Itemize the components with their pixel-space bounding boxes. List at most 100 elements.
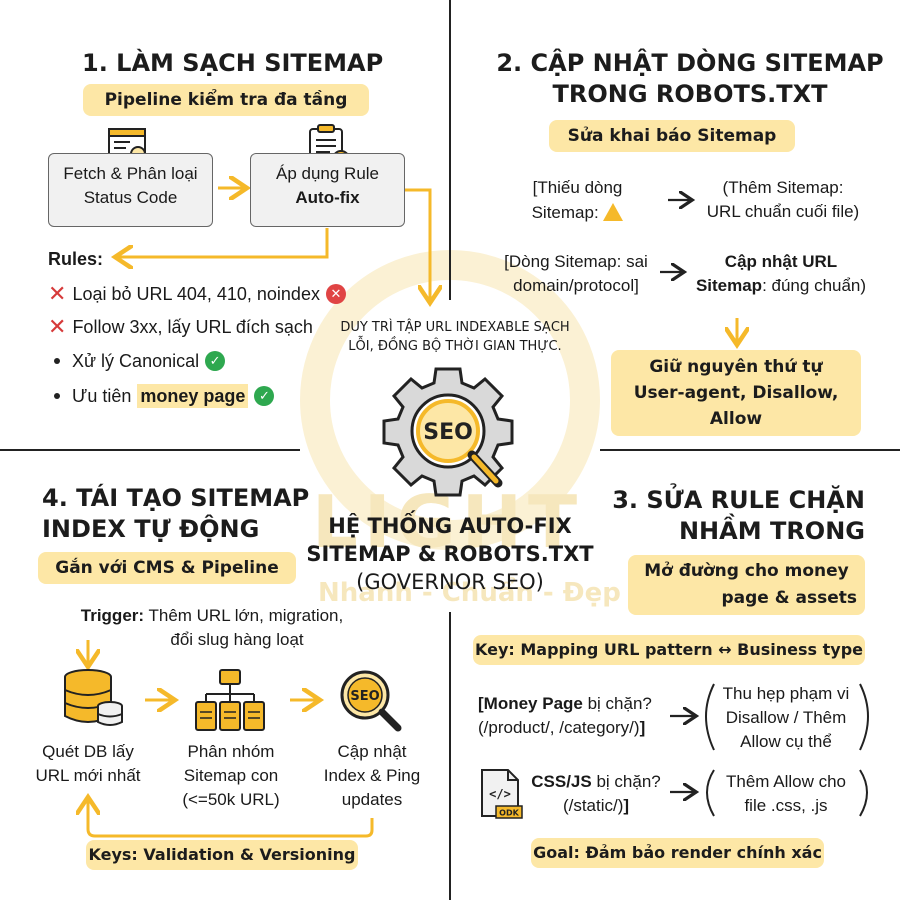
error-circle-icon: ✕ [325, 284, 346, 304]
q1-rule-1-text: Loại bỏ URL 404, 410, noindex [72, 284, 320, 304]
q3-row2-left-line2: (/static/) [562, 796, 624, 815]
q2-row1-left-line1: [Thiếu dòng [532, 178, 623, 197]
q3-goal: Goal: Đảm bảo render chính xác [531, 838, 824, 868]
q4-step3: Cập nhật Index & Ping updates [312, 740, 432, 812]
q1-box1-line2: Status Code [83, 188, 178, 207]
q1-rule-4: Ưu tiên money page ✓ [48, 384, 275, 408]
q4-title-line1: 4. TÁI TẠO SITEMAP [42, 484, 310, 512]
q4-step2-line1: Phân nhóm [187, 742, 275, 761]
q4-title: 4. TÁI TẠO SITEMAP INDEX TỰ ĐỘNG [42, 483, 309, 545]
seo-gear-label: SEO [423, 420, 473, 445]
q4-step1-line1: Quét DB lấy [42, 742, 134, 761]
sitemap-tree-icon [194, 668, 266, 739]
q4-step2-line3: (<=50k URL) [182, 790, 280, 809]
q2-tag: Sửa khai báo Sitemap [549, 120, 795, 152]
vertical-divider-top [449, 0, 451, 300]
q3-title: 3. SỬA RULE CHẶN NHẦM TRONG [600, 485, 865, 547]
q3-tag: Mở đường cho money page & assets [628, 555, 865, 615]
vertical-divider-bottom [449, 612, 451, 900]
q3-title-line1: 3. SỬA RULE CHẶN [612, 486, 865, 514]
q1-rule-3: Xử lý Canonical ✓ [48, 349, 226, 373]
q4-step2: Phân nhóm Sitemap con (<=50k URL) [170, 740, 292, 812]
q3-title-line2: NHẦM TRONG [678, 517, 865, 545]
q2-row2-left-line1: [Dòng Sitemap: sai [504, 252, 648, 271]
q3-row1-left-line2: (/product/, /category/) [478, 718, 640, 737]
q4-step3-line3: updates [341, 790, 403, 809]
q1-rules-label: Rules: [48, 249, 104, 269]
arrow-q1-box2-rules [118, 228, 329, 257]
q2-row2-right-rest: : đúng chuẩn) [762, 276, 867, 295]
warning-icon [603, 203, 624, 221]
database-icon [62, 668, 126, 735]
center-title-line1: HỆ THỐNG AUTO-FIX [328, 514, 572, 538]
q3-row2-left-bold: CSS/JS [531, 772, 592, 791]
q1-tag: Pipeline kiểm tra đa tầng [83, 84, 369, 116]
q4-step2-line2: Sitemap con [183, 766, 279, 785]
q2-bottom-tag-line1: Giữ nguyên thứ tự [649, 357, 823, 377]
q2-row1-left: [Thiếu dòng Sitemap: [520, 176, 635, 225]
q1-rule-2-text: Follow 3xx, lấy URL đích sạch [72, 317, 313, 337]
q1-box1-line1: Fetch & Phân loại [63, 164, 198, 183]
bullet-icon [54, 393, 60, 399]
q2-row1-left-line2: Sitemap: [531, 203, 599, 222]
q3-tag-line1: Mở đường cho money [644, 561, 849, 581]
q2-row2-right-line1: Cập nhật URL [724, 252, 838, 271]
center-title: HỆ THỐNG AUTO-FIX SITEMAP & ROBOTS.TXT (… [290, 512, 610, 596]
q2-row2-left-line2: domain/protocol] [513, 276, 639, 295]
arrow-q1-to-center [405, 188, 430, 300]
q1-rule-3-text: Xử lý Canonical [72, 351, 200, 371]
q2-title-line2: TRONG ROBOTS.TXT [552, 80, 828, 108]
q2-row1-right-line1: (Thêm Sitemap: [722, 178, 844, 197]
center-tagline-line1: DUY TRÌ TẬP URL INDEXABLE SẠCH [340, 320, 570, 335]
q3-row1-right-line1: Thu hẹp phạm vi [722, 684, 850, 703]
center-title-line2: SITEMAP & ROBOTS.TXT [306, 542, 594, 566]
seo-search-icon: SEO [338, 668, 404, 739]
q2-row2-left: [Dòng Sitemap: sai domain/protocol] [492, 250, 660, 298]
center-tagline: DUY TRÌ TẬP URL INDEXABLE SẠCH LỖI, ĐỒNG… [330, 318, 580, 356]
q1-box-fetch: Fetch & Phân loại Status Code [48, 153, 213, 227]
check-circle-icon: ✓ [205, 351, 226, 371]
q4-step1: Quét DB lấy URL mới nhất [28, 740, 148, 788]
q4-trigger-label: Trigger: [80, 606, 145, 625]
q2-row2-right-sitemap: Sitemap [695, 276, 763, 295]
q1-rule-4-highlight: money page [137, 384, 249, 408]
q3-tag-line2: page & assets [721, 588, 858, 608]
q4-title-line2: INDEX TỰ ĐỘNG [42, 515, 260, 543]
q4-tag: Gắn với CMS & Pipeline [38, 552, 296, 584]
q1-box-autofix: Áp dụng Rule Auto-fix [250, 153, 405, 227]
q4-keys: Keys: Validation & Versioning [86, 840, 358, 870]
center-tagline-line2: LỖI, ĐỒNG BỘ THỜI GIAN THỰC. [348, 339, 562, 354]
arrow-q4-loop [88, 800, 374, 838]
horizontal-divider-right [600, 449, 900, 451]
q2-row2-right: Cập nhật URL Sitemap: đúng chuẩn) [684, 250, 878, 298]
q1-rule-4-text: Ưu tiên [72, 386, 132, 406]
svg-text:</>: </> [489, 787, 511, 801]
seo-search-badge: SEO [350, 689, 379, 704]
q4-step3-line1: Cập nhật [337, 742, 407, 761]
q4-trigger-line2: đổi slug hàng loạt [170, 630, 304, 649]
q1-rule-1: ✕ Loại bỏ URL 404, 410, noindex ✕ [48, 282, 346, 306]
q3-key: Key: Mapping URL pattern ↔ Business type [473, 635, 865, 665]
q2-title-line1: 2. CẬP NHẬT DÒNG SITEMAP [496, 49, 884, 77]
q1-box2-line1: Áp dụng Rule [275, 164, 380, 183]
q4-trigger: Trigger: Thêm URL lớn, migration, đổi sl… [62, 604, 362, 652]
horizontal-divider-left [0, 449, 300, 451]
q3-row1-right-line3: Allow cụ thể [740, 732, 832, 751]
q3-row1-left-rest: bị chặn? [582, 694, 652, 713]
q3-row2-left-rest: bị chặn? [591, 772, 661, 791]
check-circle-icon: ✓ [254, 386, 275, 406]
q2-row1-right-line2: URL chuẩn cuối file) [706, 202, 860, 221]
x-mark-icon: ✕ [48, 314, 67, 339]
q3-row2-right-line1: Thêm Allow cho [726, 772, 846, 791]
q2-bottom-tag: Giữ nguyên thứ tự User-agent, Disallow, … [611, 350, 861, 436]
q1-title: 1. LÀM SẠCH SITEMAP [82, 49, 384, 77]
q2-row1-right: (Thêm Sitemap: URL chuẩn cuối file) [693, 176, 873, 224]
bullet-icon [54, 358, 60, 364]
q3-row1-right: Thu hẹp phạm vi Disallow / Thêm Allow cụ… [702, 682, 870, 754]
q3-row1-left: [Money Page bị chặn? (/product/, /catego… [478, 694, 652, 737]
q2-title: 2. CẬP NHẬT DÒNG SITEMAP TRONG ROBOTS.TX… [490, 48, 890, 110]
q3-row1-right-line2: Disallow / Thêm [725, 708, 847, 727]
q3-row1-left-bold: Money Page [483, 694, 583, 713]
code-file-icon: </> ODK [480, 768, 524, 825]
q4-trigger-line1: Thêm URL lớn, migration, [144, 606, 344, 625]
